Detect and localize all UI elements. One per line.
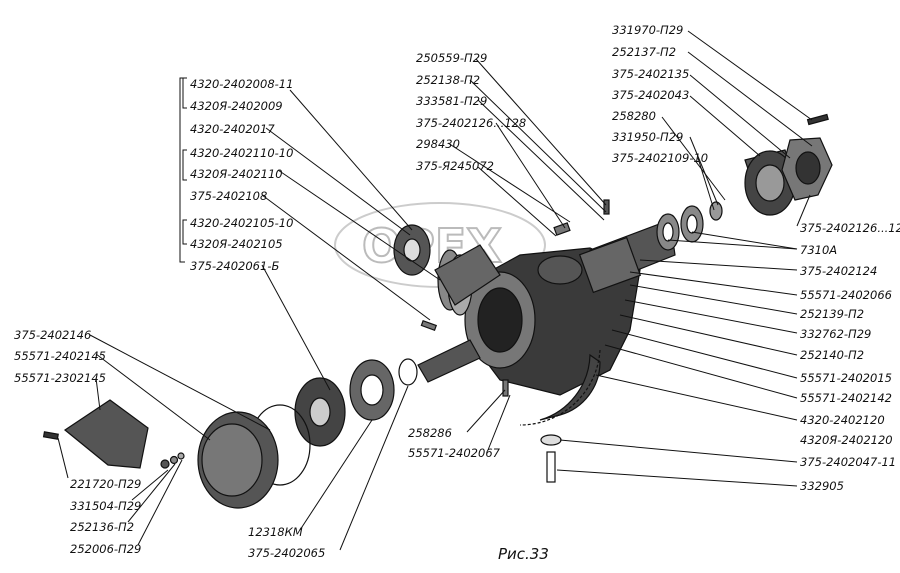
cage-left bbox=[434, 244, 501, 306]
flange-plate bbox=[781, 137, 833, 201]
label-375-2402146: 375-2402146 bbox=[14, 328, 91, 342]
label-252139-p2: 252139-П2 bbox=[800, 307, 864, 321]
leader-lines bbox=[57, 30, 813, 551]
label-4320-2402110-10: 4320-2402110-10 bbox=[190, 146, 293, 160]
figure-caption: Рис.33 bbox=[498, 545, 549, 563]
label-375-2402126-128-right: 375-2402126...128 bbox=[800, 221, 900, 235]
crown-gear bbox=[519, 349, 601, 426]
label-375-2402061-b: 375-2402061-Б bbox=[190, 259, 279, 273]
label-375-ya245072: 375-Я245072 bbox=[416, 159, 494, 173]
labels-right: 375-2402126...128 7310А 375-2402124 5557… bbox=[800, 221, 900, 493]
label-258280: 258280 bbox=[612, 109, 656, 123]
drive-gear-left bbox=[393, 224, 431, 276]
labels-bottom-left: 375-2402146 55571-2402145 55571-2302145 … bbox=[14, 328, 501, 560]
nut-washer-set bbox=[160, 452, 185, 469]
label-332762-p29: 332762-П29 bbox=[800, 327, 871, 341]
label-252140-p2: 252140-П2 bbox=[800, 348, 864, 362]
label-252138-p2: 252138-П2 bbox=[416, 73, 480, 87]
label-252137-p2: 252137-П2 bbox=[612, 45, 676, 59]
label-55571-2402066: 55571-2402066 bbox=[800, 288, 892, 302]
label-4320-2402120: 4320-2402120 bbox=[800, 413, 885, 427]
label-55571-2402067: 55571-2402067 bbox=[408, 446, 501, 460]
roller-bearing bbox=[349, 359, 395, 421]
label-333581-p29: 333581-П29 bbox=[416, 94, 487, 108]
label-4320ya-2402105: 4320Я-2402105 bbox=[190, 237, 283, 251]
label-375-2402135: 375-2402135 bbox=[612, 67, 689, 81]
label-4320-2402008-11: 4320-2402008-11 bbox=[190, 77, 293, 91]
label-332905: 332905 bbox=[800, 479, 844, 493]
label-331970-p29: 331970-П29 bbox=[612, 23, 683, 37]
label-4320-2402105-10: 4320-2402105-10 bbox=[190, 216, 293, 230]
side-gear bbox=[294, 377, 346, 447]
bearing-7310a bbox=[656, 205, 704, 251]
label-55571-2402145: 55571-2402145 bbox=[14, 349, 106, 363]
label-375-2402065: 375-2402065 bbox=[248, 546, 325, 560]
label-4320ya-2402009: 4320Я-2402009 bbox=[190, 99, 283, 113]
label-4320ya-2402120: 4320Я-2402120 bbox=[800, 433, 893, 447]
washer-right bbox=[709, 201, 723, 221]
labels-top-right: 331970-П29 252137-П2 375-2402135 375-240… bbox=[612, 23, 708, 165]
pinion-shaft bbox=[578, 219, 676, 294]
label-331504-p29: 331504-П29 bbox=[70, 499, 141, 513]
label-55571-2402015: 55571-2402015 bbox=[800, 371, 892, 385]
label-375-2402124: 375-2402124 bbox=[800, 264, 877, 278]
label-252006-p29: 252006-П29 bbox=[70, 542, 141, 556]
label-258286: 258286 bbox=[408, 426, 452, 440]
label-4320-2402017: 4320-2402017 bbox=[190, 122, 275, 136]
label-55571-2302145: 55571-2302145 bbox=[14, 371, 106, 385]
label-375-2402126-128-top: 375-2402126...128 bbox=[416, 116, 526, 130]
cover bbox=[197, 411, 279, 509]
label-252136-p2: 252136-П2 bbox=[70, 520, 134, 534]
labels-left: 4320-2402008-11 4320Я-2402009 4320-24020… bbox=[190, 77, 293, 273]
spacer-ring bbox=[398, 358, 418, 386]
label-7310a: 7310А bbox=[800, 243, 837, 257]
label-375-2402043: 375-2402043 bbox=[612, 88, 689, 102]
small-bolt bbox=[42, 431, 59, 440]
shield-plate bbox=[63, 399, 149, 469]
small-fasteners-top bbox=[553, 199, 610, 236]
labels-top: 250559-П29 252138-П2 333581-П29 375-2402… bbox=[416, 51, 526, 173]
bolt-top-right bbox=[806, 113, 829, 126]
label-375-2402109-10: 375-2402109-10 bbox=[612, 151, 708, 165]
label-221720-p29: 221720-П29 bbox=[70, 477, 141, 491]
label-331950-p29: 331950-П29 bbox=[612, 130, 683, 144]
label-4320ya-2402110: 4320Я-2402110 bbox=[190, 167, 283, 181]
label-12318km: 12318КМ bbox=[248, 525, 303, 539]
pin-bolt bbox=[420, 319, 438, 331]
splined-shaft bbox=[417, 339, 481, 383]
label-298430: 298430 bbox=[416, 137, 460, 151]
label-250559-p29: 250559-П29 bbox=[416, 51, 487, 65]
label-375-2402047-11: 375-2402047-11 bbox=[800, 455, 896, 469]
label-55571-2402142: 55571-2402142 bbox=[800, 391, 892, 405]
label-375-2402108: 375-2402108 bbox=[190, 189, 267, 203]
stud-258286 bbox=[502, 379, 509, 397]
bottom-bolt bbox=[540, 434, 562, 483]
